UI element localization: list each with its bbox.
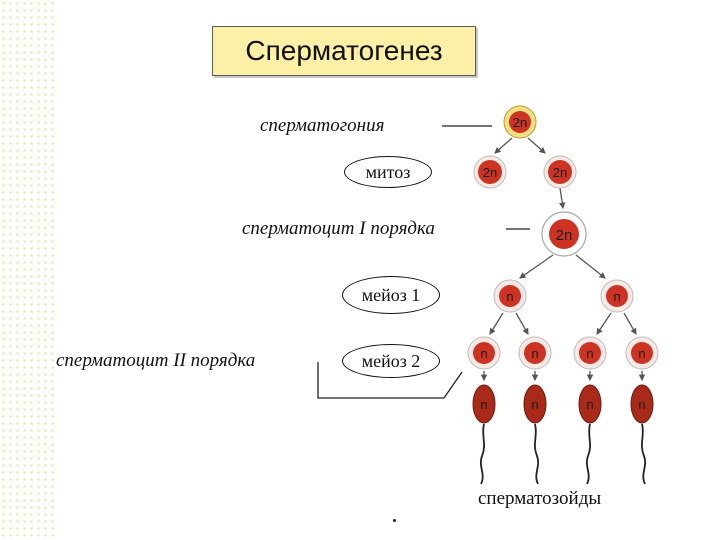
spermatid-cell: n xyxy=(467,336,501,370)
cell-label: n xyxy=(506,289,513,304)
stray-dot xyxy=(393,519,396,522)
secondary-spermatocyte-cell: n xyxy=(600,279,634,313)
secondary-spermatocyte-cell: n xyxy=(493,279,527,313)
cell-label: n xyxy=(638,397,645,412)
meiosis-2-oval: мейоз 2 xyxy=(342,344,440,378)
spermatozoon: n xyxy=(578,384,602,485)
cell-label: n xyxy=(531,346,538,361)
cell-label: 2n xyxy=(553,165,567,180)
cell-label: n xyxy=(586,397,593,412)
cell-label: n xyxy=(531,397,538,412)
meiosis-1-label: мейоз 1 xyxy=(361,284,421,305)
page-title: Сперматогенез xyxy=(245,35,443,66)
cell-label: n xyxy=(586,346,593,361)
meiosis-1-oval: мейоз 1 xyxy=(342,276,440,314)
spermatid-cell: n xyxy=(625,336,659,370)
cell-label: 2n xyxy=(556,227,573,244)
spermatid-cell: n xyxy=(518,336,552,370)
primary-spermatocyte-cell: 2n xyxy=(541,211,587,257)
cell-label: n xyxy=(613,289,620,304)
spermatozoon: n xyxy=(630,384,654,485)
label-spermatozoa: сперматозойды xyxy=(478,488,602,509)
cell-label: n xyxy=(480,346,487,361)
mitosis-label: митоз xyxy=(365,161,411,182)
meiosis-2-label: мейоз 2 xyxy=(361,350,421,371)
spermatogonium-cell: 2n xyxy=(503,105,537,139)
spermatozoon: n xyxy=(472,384,496,485)
cell-label: 2n xyxy=(513,115,527,130)
mitosis-daughter-cell: 2n xyxy=(473,155,507,189)
cell-label: n xyxy=(638,346,645,361)
label-spermatocyte-1: сперматоцит I порядка xyxy=(242,218,435,239)
pointer-line-spermatocyte-2 xyxy=(317,362,463,399)
spermatid-cell: n xyxy=(573,336,607,370)
mitosis-daughter-cell: 2n xyxy=(543,155,577,189)
label-spermatogonia: сперматогония xyxy=(260,115,385,136)
label-spermatocyte-2: сперматоцит II порядка xyxy=(56,350,256,371)
spermatozoon: n xyxy=(523,384,547,485)
cell-label: 2n xyxy=(483,165,497,180)
cell-label: n xyxy=(480,397,487,412)
lineage-arrows xyxy=(480,137,646,382)
title-box: Сперматогенез xyxy=(212,26,476,76)
mitosis-oval: митоз xyxy=(344,156,432,188)
dotted-background-strip xyxy=(0,0,58,540)
